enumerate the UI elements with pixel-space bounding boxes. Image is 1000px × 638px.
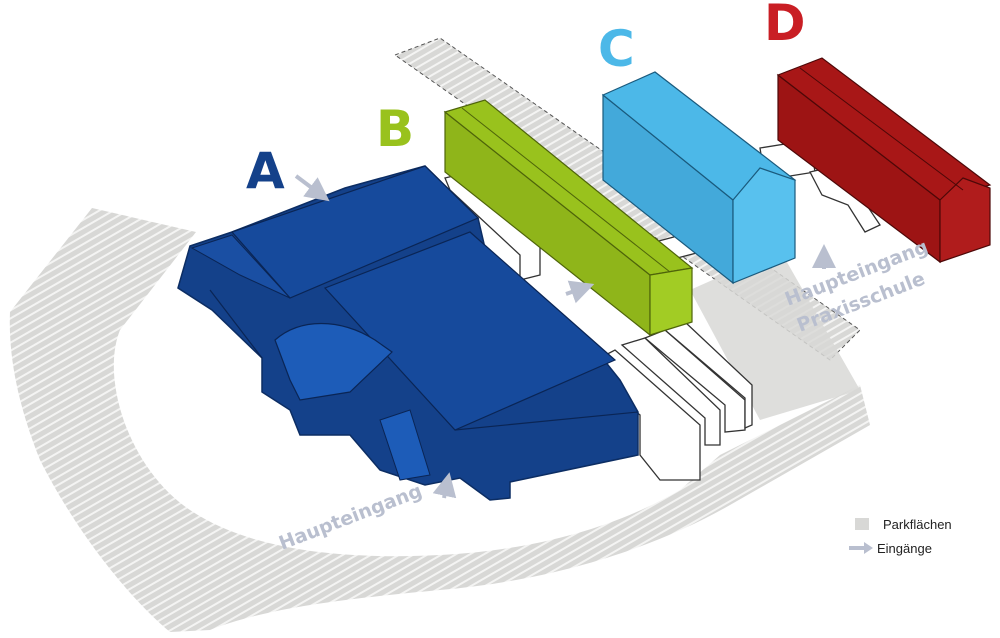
entrance-arrow-b bbox=[565, 280, 595, 304]
legend-item-entrances: Eingänge bbox=[849, 536, 952, 560]
label-building-c: C bbox=[598, 20, 635, 78]
building-c bbox=[601, 71, 797, 285]
legend-item-parking: Parkflächen bbox=[855, 512, 952, 536]
parking-area-west-loop bbox=[9, 208, 871, 632]
building-a-rotunda bbox=[274, 323, 393, 401]
label-building-d: D bbox=[764, 0, 806, 52]
parking-strip-east bbox=[690, 250, 860, 420]
building-a bbox=[177, 165, 639, 501]
building-a-roof-upper bbox=[230, 165, 480, 299]
building-b bbox=[443, 99, 694, 337]
label-building-a: A bbox=[246, 142, 285, 200]
entrance-arrow-main bbox=[432, 472, 457, 499]
parking-swatch-icon bbox=[855, 518, 869, 530]
entrance-arrows bbox=[294, 174, 836, 499]
arrow-right-icon bbox=[849, 542, 873, 554]
building-d-roof bbox=[776, 57, 992, 201]
building-b-front bbox=[649, 267, 693, 336]
label-building-b: B bbox=[376, 100, 414, 158]
building-d-front bbox=[939, 177, 991, 263]
building-d bbox=[776, 57, 992, 264]
legend-label-entrances: Eingänge bbox=[877, 540, 932, 556]
building-c-front bbox=[732, 167, 796, 284]
legend: Parkflächen Eingänge bbox=[849, 512, 952, 560]
label-main-entrance: Haupteingang bbox=[276, 480, 425, 555]
legend-label-parking: Parkflächen bbox=[883, 516, 952, 532]
building-a-entry-steps bbox=[379, 409, 431, 481]
building-a-roof-west bbox=[190, 234, 291, 299]
entrance-arrow-a bbox=[294, 174, 330, 202]
building-a-roof-main bbox=[323, 231, 617, 431]
